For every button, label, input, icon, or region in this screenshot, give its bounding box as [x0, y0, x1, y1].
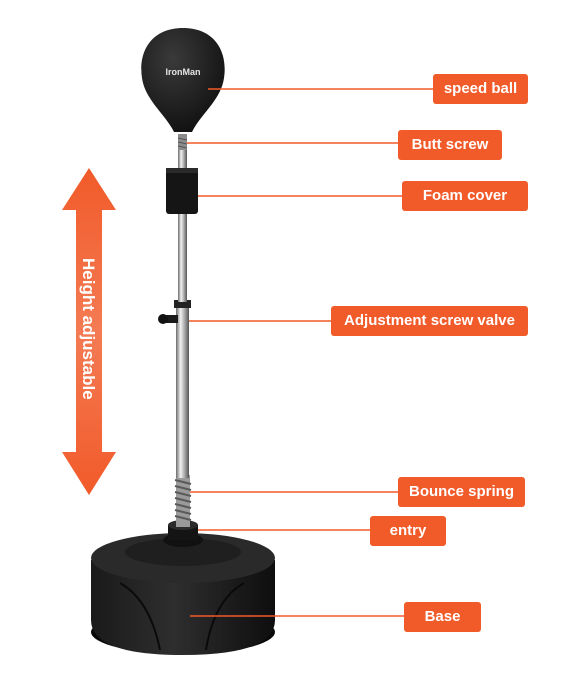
upper-pole — [178, 150, 187, 302]
label-base: Base — [404, 602, 481, 632]
label-entry: entry — [370, 516, 446, 546]
foam-cover — [166, 168, 198, 214]
adjustment-screw-valve — [158, 314, 178, 324]
leader-lines — [187, 88, 433, 617]
butt-screw — [177, 134, 188, 150]
height-adjustable-arrow: Height adjustable — [62, 168, 116, 495]
label-speed-ball: speed ball — [433, 74, 528, 104]
height-adjustable-text: Height adjustable — [79, 258, 98, 400]
label-butt-screw: Butt screw — [398, 130, 502, 160]
label-bounce-spring: Bounce spring — [398, 477, 525, 507]
label-adjustment-screw-valve: Adjustment screw valve — [331, 306, 528, 336]
lower-pole-cap — [174, 300, 191, 308]
brand-logo: IronMan — [166, 67, 201, 77]
base-shape — [91, 533, 275, 655]
lower-pole — [176, 306, 189, 478]
speed-ball: IronMan — [141, 28, 225, 132]
bounce-spring — [174, 475, 192, 527]
label-foam-cover: Foam cover — [402, 181, 528, 211]
